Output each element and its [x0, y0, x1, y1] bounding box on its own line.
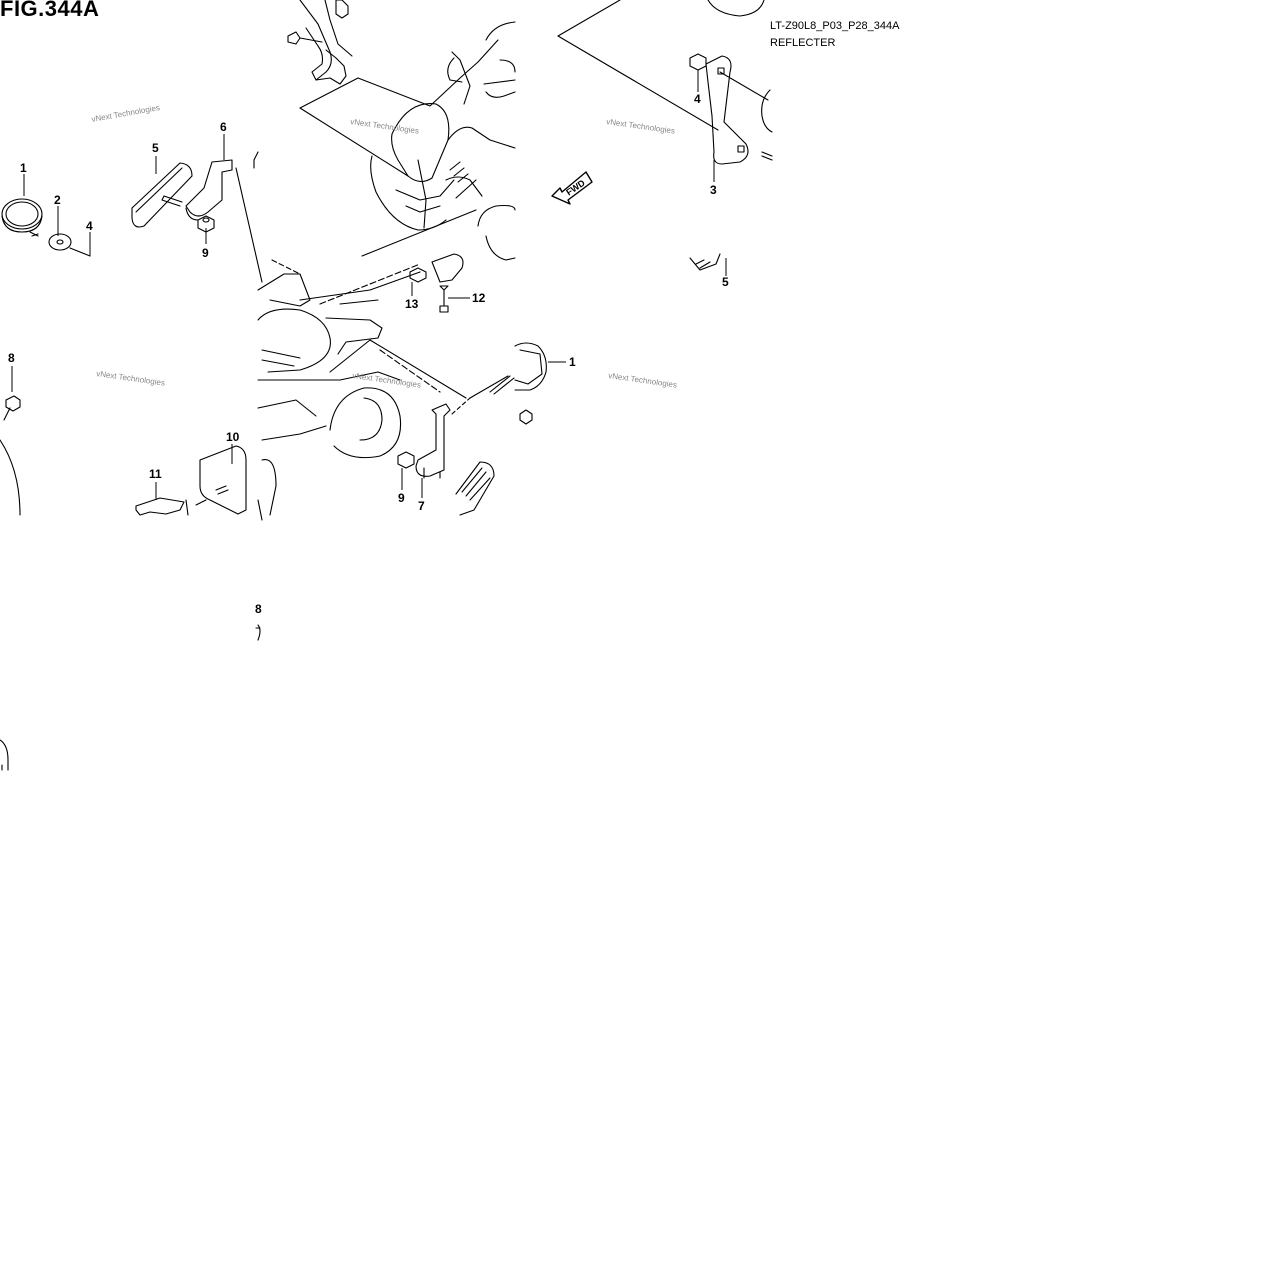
left-panel	[0, 151, 263, 771]
watermark-text: vNext Technologies	[91, 103, 161, 124]
callout-5: 5	[152, 141, 159, 155]
callout-12: 12	[472, 291, 486, 305]
callout-7: 7	[418, 499, 425, 513]
callout-8: 8	[8, 351, 15, 365]
callout-4: 4	[86, 219, 93, 233]
callout-4b: 4	[694, 92, 701, 106]
watermarks: vNext Technologies vNext Technologies vN…	[91, 103, 678, 390]
figure-title: FIG.344A	[0, 0, 100, 21]
callout-13: 13	[405, 297, 419, 311]
watermark-text: vNext Technologies	[352, 371, 422, 390]
callout-5b: 5	[722, 275, 729, 289]
center-panel	[257, 0, 547, 521]
callout-1: 1	[20, 161, 27, 175]
watermark-text: vNext Technologies	[608, 371, 678, 390]
callout-9: 9	[202, 246, 209, 260]
callout-11: 11	[149, 467, 162, 481]
right-panel	[557, 0, 773, 271]
drawing-name: REFLECTER	[770, 37, 836, 49]
callouts: 1 2 4 5 6 9 8 10 11 13 12 9 7 1 4 3 5 8	[8, 92, 729, 616]
callout-1b: 1	[569, 355, 576, 369]
callout-2: 2	[54, 193, 61, 207]
watermark-text: vNext Technologies	[96, 369, 166, 388]
watermark-text: vNext Technologies	[350, 117, 420, 136]
callout-3: 3	[710, 183, 717, 197]
callout-6: 6	[220, 120, 227, 134]
callout-8b: 8	[255, 602, 262, 616]
drawing-code: LT-Z90L8_P03_P28_344A	[770, 20, 900, 32]
callout-10: 10	[226, 430, 240, 444]
leader-lines	[11, 70, 727, 500]
fwd-arrow: FWD	[551, 171, 593, 205]
callout-9b: 9	[398, 491, 405, 505]
watermark-text: vNext Technologies	[606, 117, 676, 136]
